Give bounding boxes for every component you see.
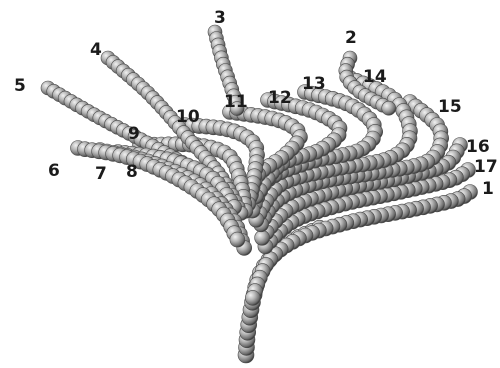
strand-label-10: 10 (176, 107, 200, 127)
bead (245, 290, 260, 305)
strand-label-14: 14 (363, 67, 387, 87)
strand-label-3: 3 (214, 8, 226, 28)
strand-label-7: 7 (95, 164, 107, 184)
strands-group (41, 25, 478, 363)
strand-label-6: 6 (48, 161, 60, 181)
strand-label-2: 2 (345, 28, 357, 48)
strand-label-15: 15 (438, 97, 462, 117)
strand-label-17: 17 (474, 157, 498, 177)
strand-label-11: 11 (224, 92, 248, 112)
strand-label-12: 12 (268, 88, 292, 108)
strand-label-8: 8 (126, 162, 138, 182)
bead (382, 101, 396, 115)
strand-label-16: 16 (466, 137, 490, 157)
bead (255, 230, 270, 245)
strand-label-1: 1 (482, 179, 494, 199)
strand-label-13: 13 (302, 74, 326, 94)
strand-label-9: 9 (128, 124, 140, 144)
strand-label-4: 4 (90, 40, 102, 60)
bead (230, 232, 245, 247)
strand-label-5: 5 (14, 76, 26, 96)
